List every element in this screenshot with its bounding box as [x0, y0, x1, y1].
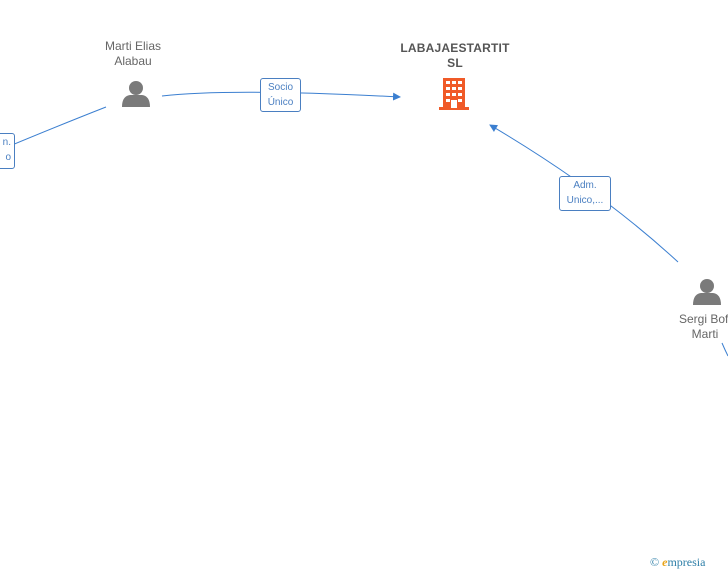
edge-label-line2: Unico,...	[566, 195, 604, 206]
company-name-line2: SL	[447, 56, 463, 70]
brand-e: e	[662, 555, 668, 569]
person-icon[interactable]	[122, 81, 150, 107]
edge-right-partial	[721, 342, 728, 357]
person-label-marti[interactable]: Marti Elias Alabau	[88, 39, 178, 69]
person-name-line1: Marti Elias	[104, 39, 161, 53]
person-label-sergi[interactable]: Sergi Bofi Marti	[670, 312, 728, 342]
edge-label-line2: o	[5, 152, 11, 163]
edge-socio-unico	[161, 91, 401, 101]
person-name-line2: Alabau	[114, 54, 152, 68]
person-icon[interactable]	[693, 279, 721, 305]
edge-label-socio-unico[interactable]: Socio Único	[260, 78, 301, 112]
edge-label-left-partial[interactable]: n. o	[0, 133, 15, 169]
company-label[interactable]: LABAJAESTARTIT SL	[385, 41, 525, 71]
edge-label-line1: Adm.	[573, 180, 597, 191]
person-name-line1: Sergi Bofi	[678, 312, 728, 326]
edge-label-line1: Socio	[267, 82, 293, 93]
copyright-symbol: ©	[650, 555, 660, 569]
edge-left-partial	[0, 106, 107, 151]
edge-label-line1: n.	[2, 137, 11, 148]
company-name-line1: LABAJAESTARTIT	[400, 41, 510, 55]
edge-label-line2: Único	[267, 97, 294, 108]
person-name-line2: Marti	[691, 327, 719, 341]
empresia-watermark: © empresia	[650, 555, 705, 570]
building-icon[interactable]	[439, 78, 469, 110]
edge-label-adm-unico[interactable]: Adm. Unico,...	[559, 176, 611, 211]
brand-rest: mpresia	[667, 555, 706, 569]
